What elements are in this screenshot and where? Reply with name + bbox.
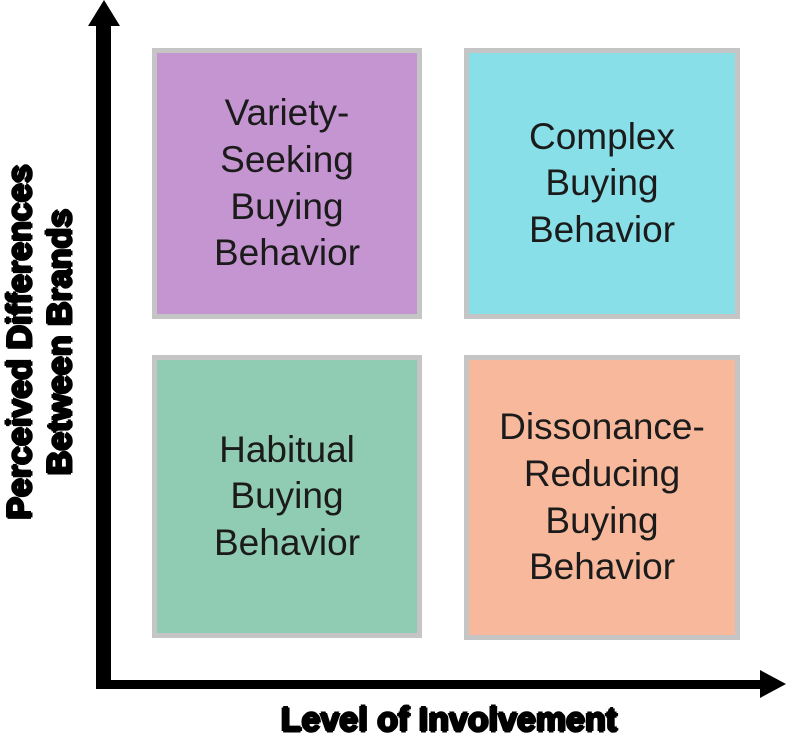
x-axis-arrow-right-icon	[760, 670, 786, 698]
x-axis-line	[96, 680, 766, 689]
quadrant-label-habitual: Habitual Buying Behavior	[213, 428, 361, 563]
quadrant-complex: Complex Buying Behavior	[464, 48, 740, 319]
x-axis-label: Level of Involvement	[280, 701, 618, 739]
y-axis-label: Perceived Differences Between Brands	[1, 164, 80, 520]
y-axis-line	[96, 14, 111, 688]
quadrant-habitual: Habitual Buying Behavior	[152, 355, 422, 638]
quadrant-variety-seeking: Variety- Seeking Buying Behavior	[152, 48, 422, 319]
quadrant-dissonance-reducing: Dissonance- Reducing Buying Behavior	[464, 355, 740, 640]
quadrant-label-complex: Complex Buying Behavior	[528, 115, 676, 250]
quadrant-label-variety-seeking: Variety- Seeking Buying Behavior	[213, 92, 361, 274]
quadrant-label-dissonance-reducing: Dissonance- Reducing Buying Behavior	[499, 406, 705, 588]
y-axis-arrow-up-icon	[88, 0, 120, 26]
